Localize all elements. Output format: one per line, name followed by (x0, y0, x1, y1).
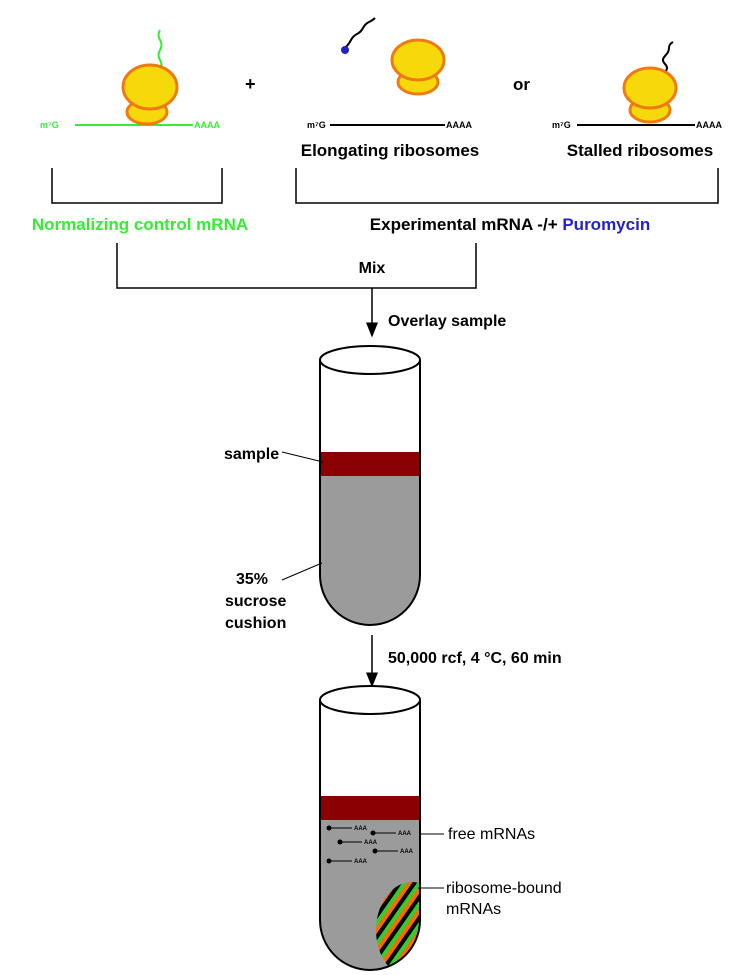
elongating-ribosomes-label: Elongating ribosomes (301, 141, 480, 160)
tube2-opening (319, 685, 421, 715)
mix-bracket (116, 243, 477, 289)
spin-label: 50,000 rcf, 4 °C, 60 min (388, 650, 562, 667)
plus-sign: + (245, 74, 256, 94)
experimental-mrna-label: Experimental mRNA -/+ Puromycin (370, 215, 650, 234)
control-cap-label: m⁷G (40, 120, 59, 130)
sample-label: sample (224, 446, 279, 463)
stalled-ribosome-large-subunit (622, 66, 678, 110)
tube1-outline (319, 360, 421, 626)
ribosome-pellet (376, 882, 420, 970)
experimental-bracket (295, 168, 719, 204)
stalled-tail-label: AAAA (696, 120, 722, 130)
cushion-label-line2: sucrose (225, 593, 286, 610)
bound-mrna-label-line2: mRNAs (446, 901, 501, 918)
tube1-sucrose-cushion (320, 476, 420, 625)
free-mrna-label: free mRNAs (448, 826, 535, 843)
tube-after-spin: AAA AAA AAA AAA AAA (319, 685, 421, 971)
or-word: or (513, 75, 530, 94)
puromycin-peptide (344, 17, 376, 49)
free-mrna: AAA (372, 848, 414, 855)
tube2-sample-band (320, 796, 420, 820)
stalled-ribosome-complex: m⁷G AAAA Stalled ribosomes (552, 41, 722, 160)
free-mrna-molecules: AAA AAA AAA AAA AAA (326, 825, 414, 865)
control-mrna-label: Normalizing control mRNA (32, 215, 248, 234)
tube1-opening (319, 345, 421, 375)
experimental-text: Experimental mRNA -/+ (370, 215, 563, 234)
control-ribosome-large-subunit (121, 63, 179, 111)
stalled-ribosomes-label: Stalled ribosomes (567, 141, 713, 160)
elongating-ribosome-complex: m⁷G AAAA Elongating ribosomes (301, 17, 480, 160)
elongating-cap-label: m⁷G (307, 120, 326, 130)
free-mrna: AAA (326, 858, 368, 865)
free-mrna-tail: AAA (398, 831, 412, 837)
free-mrna-tail: AAA (354, 826, 368, 832)
free-mrna-tail: AAA (354, 859, 368, 865)
puromycin-text: Puromycin (562, 215, 650, 234)
mix-label: Mix (359, 260, 386, 277)
cushion-label-line1: 35% (236, 571, 268, 588)
free-mrna: AAA (326, 825, 368, 832)
cushion-label-line3: cushion (225, 615, 286, 632)
control-tail-label: AAAA (194, 120, 220, 130)
tube2-outline (319, 700, 421, 971)
control-bracket (51, 168, 223, 204)
elongating-ribosome-large-subunit (390, 38, 446, 82)
bound-mrna-label-line1: ribosome-bound (446, 880, 562, 897)
stalled-cap-label: m⁷G (552, 120, 571, 130)
sample-leader-line (281, 451, 324, 463)
cushion-leader-line (281, 562, 323, 581)
control-mrna-complex: m⁷G AAAA (40, 29, 220, 130)
tube-before-spin (319, 345, 421, 626)
free-mrna-tail: AAA (364, 840, 378, 846)
overlay-label: Overlay sample (388, 313, 506, 330)
tube1-sample-band (320, 452, 420, 476)
free-mrna: AAA (370, 830, 412, 837)
free-mrna: AAA (337, 839, 378, 846)
elongating-tail-label: AAAA (446, 120, 472, 130)
free-mrna-tail: AAA (400, 849, 414, 855)
puromycin-dot (341, 46, 349, 54)
